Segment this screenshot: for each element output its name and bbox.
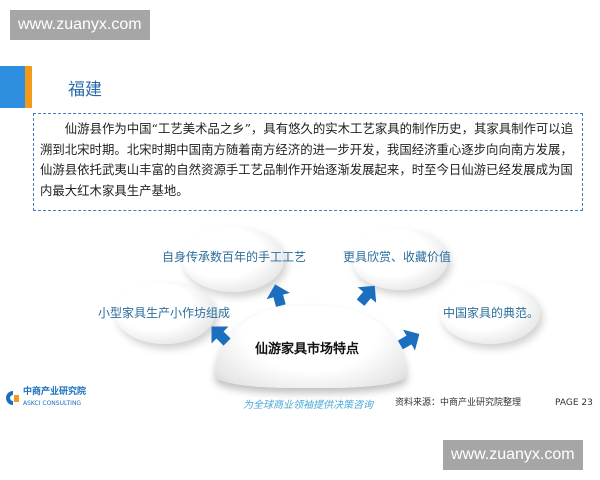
arrow-up-icon xyxy=(266,284,290,307)
feature-label: 更具欣赏、收藏价值 xyxy=(343,250,452,264)
page-number: PAGE 23 xyxy=(555,398,593,408)
askci-logo-icon xyxy=(6,391,19,405)
center-dome xyxy=(215,306,407,388)
page-title: 福建 xyxy=(68,80,102,100)
ellipse-top-left xyxy=(182,226,284,292)
ellipse-right xyxy=(440,282,540,344)
arrow-up-left-icon xyxy=(211,326,231,346)
logo-cn: 中商产业研究院 xyxy=(23,387,87,397)
logo-en: ASKCI CONSULTING xyxy=(23,400,82,407)
source-note: 资料来源：中商产业研究院整理 xyxy=(395,398,522,408)
ellipse-left xyxy=(115,282,215,344)
intro-text-box: 仙游县作为中国“工艺美术品之乡”，具有悠久的实木工艺家具的制作历史，其家具制作可… xyxy=(33,113,583,211)
feature-label: 中国家具的典范。 xyxy=(443,306,540,320)
center-label: 仙游家具市场特点 xyxy=(255,342,360,357)
watermark-bottom: www.zuanyx.com xyxy=(443,440,583,470)
arrow-up-right-icon xyxy=(356,285,377,306)
title-accent-orange xyxy=(25,66,32,108)
arrow-right-icon xyxy=(397,329,420,351)
watermark-top: www.zuanyx.com xyxy=(10,10,150,40)
slogan: 为全球商业领袖提供决策咨询 xyxy=(243,400,373,411)
ellipse-top-right xyxy=(352,228,448,290)
feature-label: 小型家具生产小作坊组成 xyxy=(98,306,231,320)
feature-label: 自身传承数百年的手工工艺 xyxy=(162,250,307,264)
